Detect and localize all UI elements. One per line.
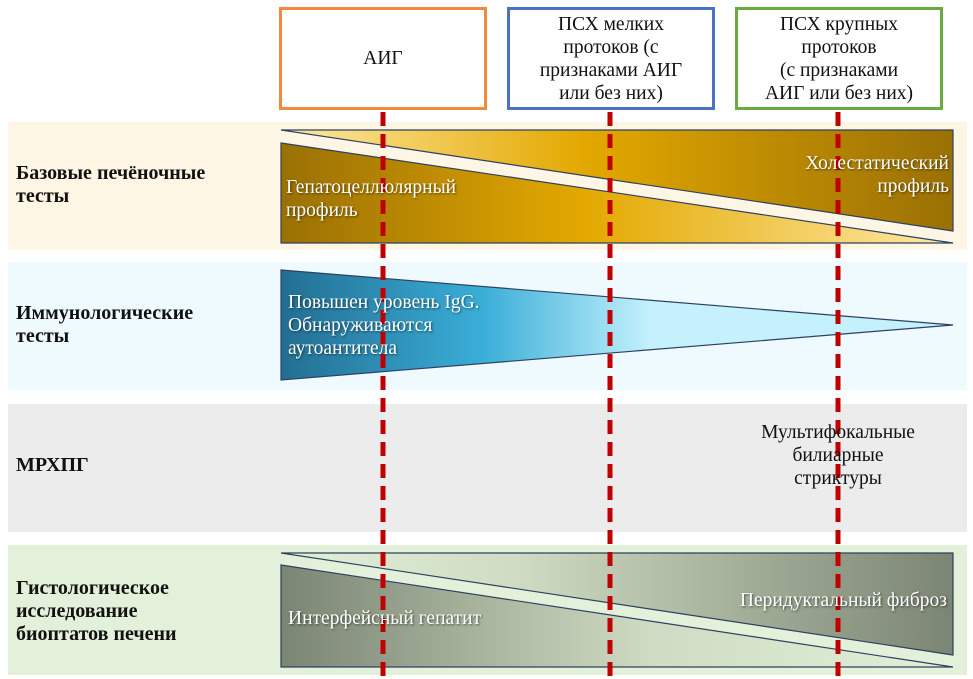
row-label-basic-liver-tests: Базовые печёночные тесты (16, 162, 206, 207)
immuno-triangle (280, 269, 954, 381)
cholestatic-wedge (280, 129, 954, 232)
row-label-immunological-tests: Иммунологические тесты (16, 302, 194, 347)
hepatocellular-wedge (280, 142, 954, 244)
hepatocellular-profile-label: Гепатоцеллюлярный профиль (286, 177, 457, 221)
periductal-fibrosis-wedge (280, 552, 954, 656)
interface-hepatitis-label: Интерфейсный гепатит (288, 608, 482, 629)
interface-hepatitis-wedge (280, 564, 954, 668)
column-header-psc-large-ducts: ПСХ крупных протоков (с признаками АИГ и… (735, 7, 943, 110)
mrcp-finding-label: Мультифокальные билиарные стриктуры (761, 422, 915, 489)
periductal-fibrosis-label: Перидуктальный фиброз (739, 590, 947, 611)
column-header-psc-small-ducts: ПСХ мелких протоков (с признаками АИГ ил… (507, 7, 715, 110)
column-header-aig: АИГ (279, 7, 487, 110)
row-label-histology: Гистологическое исследование биоптатов п… (16, 577, 177, 645)
row-band-mrcp (8, 404, 967, 532)
immuno-findings-label: Повышен уровень IgG. Обнаруживаются ауто… (288, 292, 480, 359)
row-label-mrcp: МРХПГ (16, 454, 89, 476)
cholestatic-profile-label: Холестатический профиль (805, 153, 949, 197)
